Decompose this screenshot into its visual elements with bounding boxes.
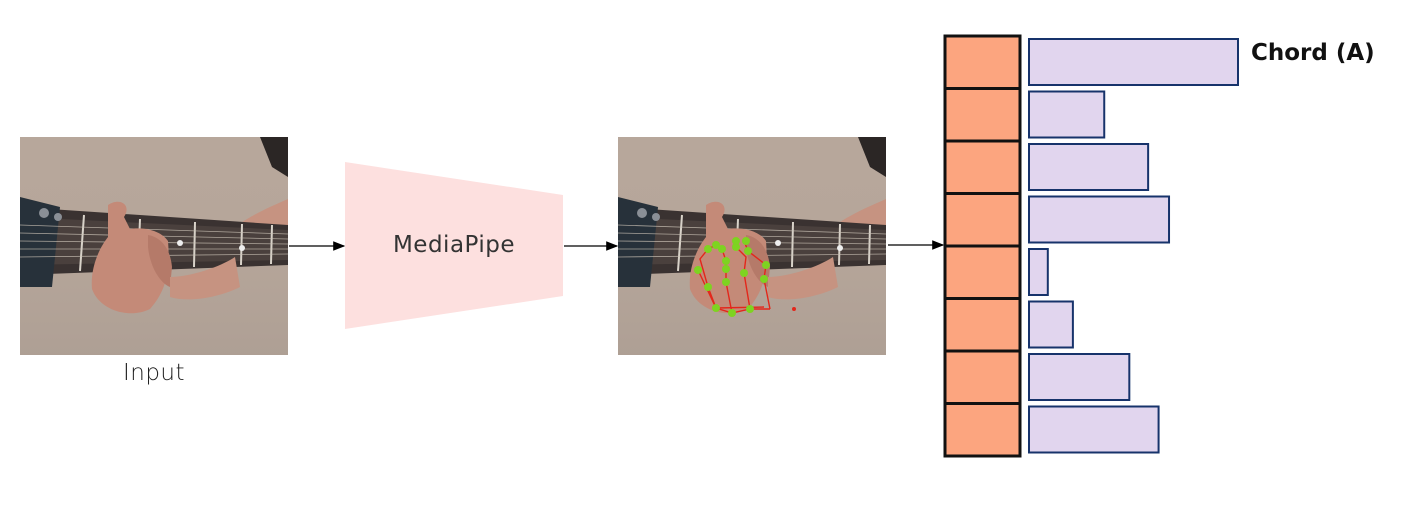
vector-cell (943, 139, 1022, 195)
input-image (19, 136, 289, 356)
vector-cell (943, 87, 1022, 143)
predicted-chord-label: Chord (A) (1251, 40, 1375, 66)
mediapipe-label: MediaPipe (392, 232, 516, 258)
vector-cell (943, 402, 1022, 458)
prediction-bars (1028, 38, 1239, 454)
prediction-bar (1028, 195, 1171, 244)
prediction-bar (1028, 353, 1131, 401)
landmark-image (617, 136, 887, 356)
input-caption: Input (122, 360, 186, 386)
hand-landmarks (694, 237, 770, 317)
feature-vector (943, 34, 1022, 458)
prediction-bar (1028, 38, 1239, 86)
mediapipe-block (345, 162, 563, 329)
vector-cell (943, 244, 1022, 300)
prediction-bar (1028, 90, 1106, 139)
prediction-bar (1028, 300, 1074, 349)
prediction-bar (1028, 248, 1049, 296)
vector-cell (943, 192, 1022, 248)
vector-cell (943, 34, 1022, 90)
vector-cell (943, 349, 1022, 405)
prediction-bar (1028, 405, 1160, 454)
vector-cell (943, 297, 1022, 353)
prediction-bar (1028, 143, 1150, 191)
